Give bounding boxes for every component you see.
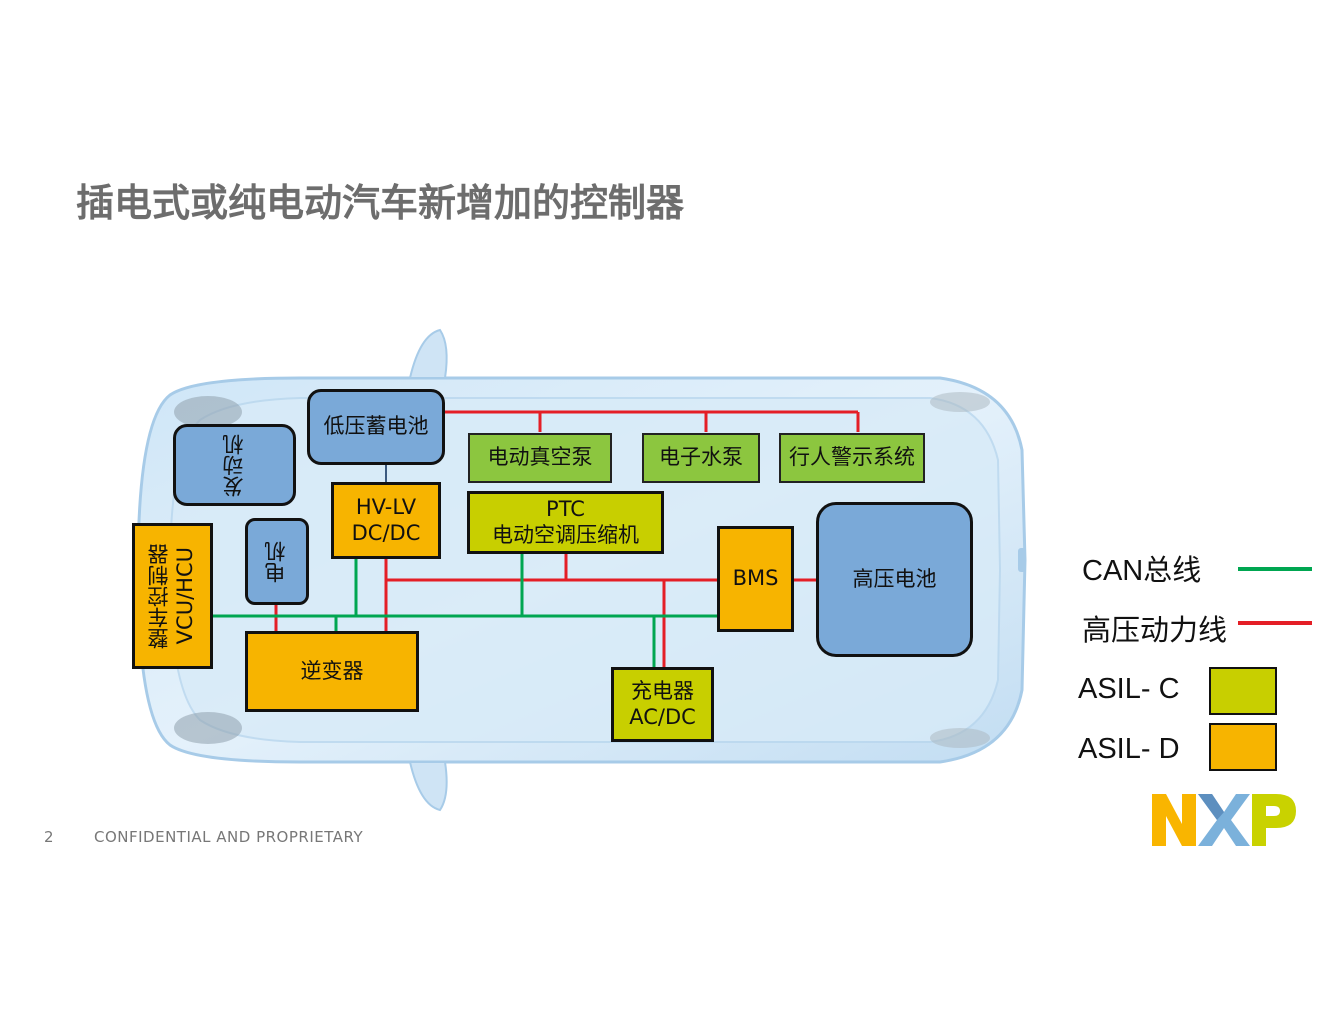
confidential-notice: CONFIDENTIAL AND PROPRIETARY [94, 828, 364, 846]
vacuum-pump-module: 电动真空泵 [468, 433, 612, 483]
pedestrian-warning-module: 行人警示系统 [779, 433, 925, 483]
charger-label-line2: AC/DC [629, 704, 696, 729]
legend-asil-d-label: ASIL- D [1078, 733, 1180, 765]
water-pump-module: 电子水泵 [642, 433, 760, 483]
legend-hv-line [1238, 621, 1312, 625]
water-pump-label: 电子水泵 [659, 445, 743, 470]
can-bus-lines [212, 553, 718, 668]
hv-battery-module: 高压电池 [816, 502, 973, 657]
inverter-module: 逆变器 [245, 631, 419, 712]
legend-can-line [1238, 567, 1312, 571]
motor-label: 电机 [264, 540, 289, 583]
hv-power-lines [274, 410, 860, 668]
pedestrian-warning-label: 行人警示系统 [789, 445, 915, 470]
inverter-label: 逆变器 [300, 658, 364, 683]
nxp-logo [1152, 794, 1296, 846]
legend-asil-c-swatch [1209, 667, 1277, 715]
ptc-label-line2: 电动空调压缩机 [492, 522, 639, 547]
lv-battery-module: 低压蓄电池 [307, 389, 445, 465]
vcu-label-line2: VCU/HCU [172, 547, 197, 645]
charger-label-line1: 充电器 [631, 679, 694, 704]
bms-module: BMS [717, 526, 794, 632]
legend-asil-c-label: ASIL- C [1078, 673, 1180, 705]
page-title: 插电式或纯电动汽车新增加的控制器 [76, 181, 685, 225]
ptc-module: PTC 电动空调压缩机 [467, 491, 664, 554]
hv-battery-label: 高压电池 [852, 566, 937, 591]
lv-battery-label: 低压蓄电池 [323, 414, 429, 439]
legend-asil-d-swatch [1209, 723, 1277, 771]
vacuum-pump-label: 电动真空泵 [487, 445, 593, 470]
vcu-label-line1: 整车控制器 [147, 543, 172, 649]
dcdc-label-line1: HV-LV [355, 495, 417, 520]
page-number: 2 [44, 828, 54, 846]
charger-module: 充电器 AC/DC [611, 667, 714, 742]
dcdc-module: HV-LV DC/DC [331, 482, 441, 559]
engine-module: 发动机 [173, 424, 296, 506]
vcu-module: 整车控制器 VCU/HCU [132, 523, 213, 669]
dcdc-label-line2: DC/DC [351, 520, 421, 545]
legend-can-label: CAN总线 [1082, 555, 1202, 587]
motor-module: 电机 [245, 518, 309, 605]
legend-hv-label: 高压动力线 [1082, 615, 1228, 647]
engine-label: 发动机 [221, 433, 246, 497]
bms-label: BMS [732, 566, 779, 591]
ptc-label-line1: PTC [546, 497, 585, 522]
